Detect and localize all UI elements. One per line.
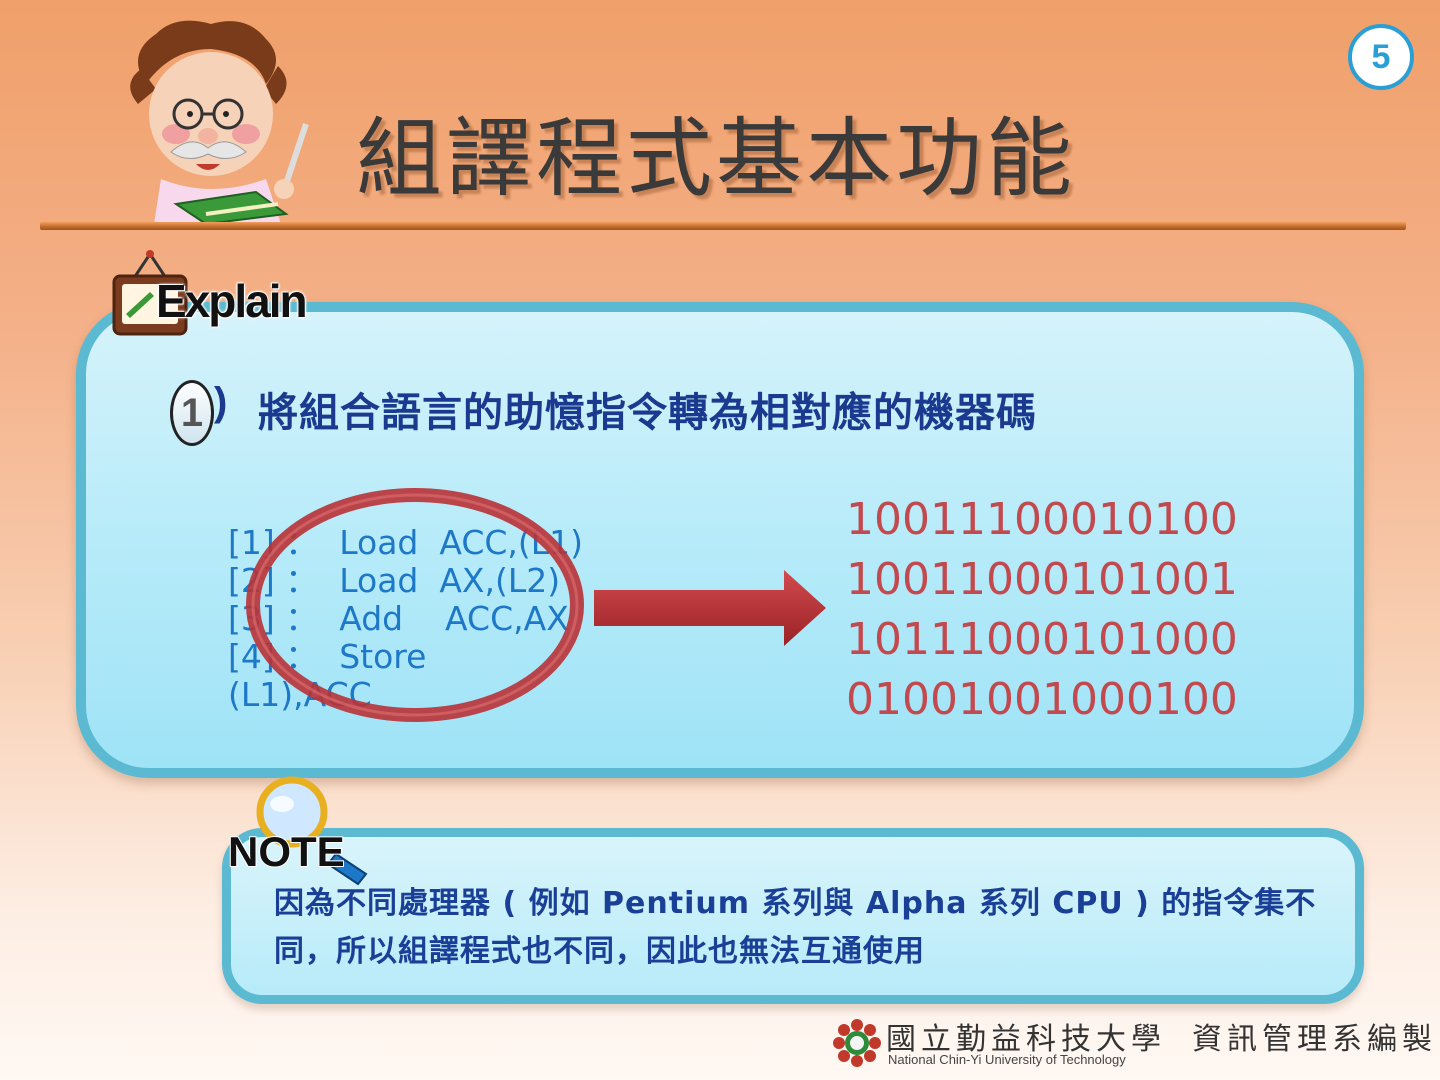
note-magnifier-icon: NOTE (227, 776, 368, 886)
explain-label: Explain (156, 275, 308, 327)
binary-line: 01001001000100 (846, 674, 1238, 725)
footer-school-name: 國立勤益科技大學 (886, 1022, 1166, 1057)
note-label: NOTE (228, 828, 345, 875)
university-logo-icon (833, 1019, 881, 1067)
binary-line: 10011100010100 (846, 494, 1238, 545)
explain-signboard-icon (112, 250, 188, 336)
note-panel (222, 828, 1364, 1004)
title-divider (40, 222, 1406, 230)
footer-department: 資訊管理系編製 (1192, 1022, 1437, 1057)
code-line: [1] ： Load ACC,(L1) (228, 523, 584, 562)
point-number-badge: 1 (170, 380, 214, 446)
slide-number: 5 (1348, 24, 1414, 90)
page-title: 組譯程式基本功能 (356, 109, 1076, 209)
binary-line: 10011000101001 (846, 554, 1238, 605)
note-text: 因為不同處理器 ( 例如 Pentium 系列與 Alpha 系列 CPU ) … (274, 886, 1317, 969)
binary-line: 10111000101000 (846, 614, 1238, 665)
right-arrow-icon (594, 570, 826, 646)
professor-mascot-illustration (130, 20, 309, 224)
point-heading: 將組合語言的助憶指令轉為相對應的機器碼 (258, 390, 1037, 436)
footer-school-english: National Chin-Yi University of Technolog… (888, 1052, 1126, 1067)
point-number-paren: ) (214, 380, 228, 424)
machine-code-block: 10011100010100 10011000101001 1011100010… (846, 490, 1238, 730)
highlight-circle (246, 488, 584, 722)
